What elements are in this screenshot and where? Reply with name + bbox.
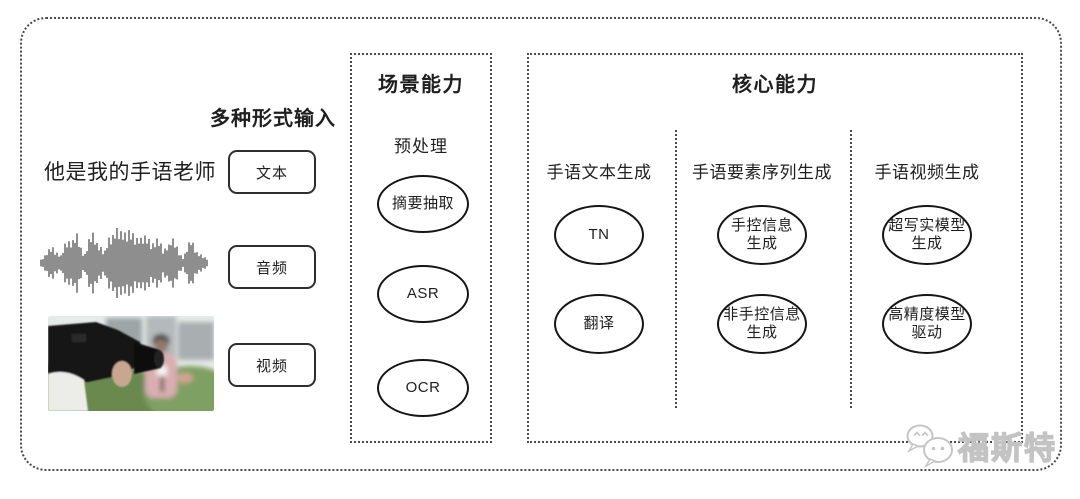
node-hyper-realistic-model-generation: 超写实模型 生成 — [882, 205, 972, 265]
node-high-precision-model-driving: 高精度模型 驱动 — [882, 294, 972, 354]
column-header-sign-video-generation: 手语视频生成 — [874, 163, 980, 182]
input-type-audio-box: 音频 — [228, 245, 316, 289]
column-header-sign-element-sequence-generation: 手语要素序列生成 — [692, 163, 832, 182]
node-summary-extraction: 摘要抽取 — [377, 175, 469, 233]
column-divider-2 — [850, 130, 852, 408]
node-manual-info-generation: 手控信息 生成 — [717, 205, 807, 265]
audio-waveform — [40, 228, 208, 298]
input-type-audio-label: 音频 — [255, 259, 288, 277]
input-type-video-box: 视频 — [228, 343, 316, 387]
node-asr: ASR — [377, 265, 469, 323]
watermark: 福斯特 — [904, 422, 1057, 468]
watermark-text: 福斯特 — [957, 430, 1057, 466]
input-type-text-box: 文本 — [228, 150, 316, 194]
chat-bubbles-icon — [906, 424, 953, 468]
node-ocr: OCR — [377, 359, 469, 417]
sample-sentence: 他是我的手语老师 — [44, 161, 216, 184]
column-header-sign-text-generation: 手语文本生成 — [546, 163, 652, 182]
core-box-title: 核心能力 — [732, 74, 818, 96]
reporter-photo — [48, 316, 214, 411]
scene-capability-box: 场景能力 预处理 摘要抽取 ASR OCR — [350, 53, 492, 443]
preprocess-label: 预处理 — [394, 137, 448, 156]
node-tn: TN — [554, 205, 644, 265]
column-divider-1 — [675, 130, 677, 408]
input-section-heading: 多种形式输入 — [210, 108, 336, 130]
outer-dotted-border — [20, 17, 1062, 471]
node-translation: 翻译 — [554, 294, 644, 354]
node-non-manual-info-generation: 非手控信息 生成 — [717, 294, 807, 354]
scene-box-title: 场景能力 — [378, 74, 464, 96]
photo-cameraman — [48, 322, 164, 411]
input-type-text-label: 文本 — [255, 164, 288, 182]
core-capability-box: 核心能力 手语文本生成 手语要素序列生成 手语视频生成 TN 翻译 手控信息 生… — [527, 53, 1023, 443]
input-type-video-label: 视频 — [255, 357, 288, 375]
